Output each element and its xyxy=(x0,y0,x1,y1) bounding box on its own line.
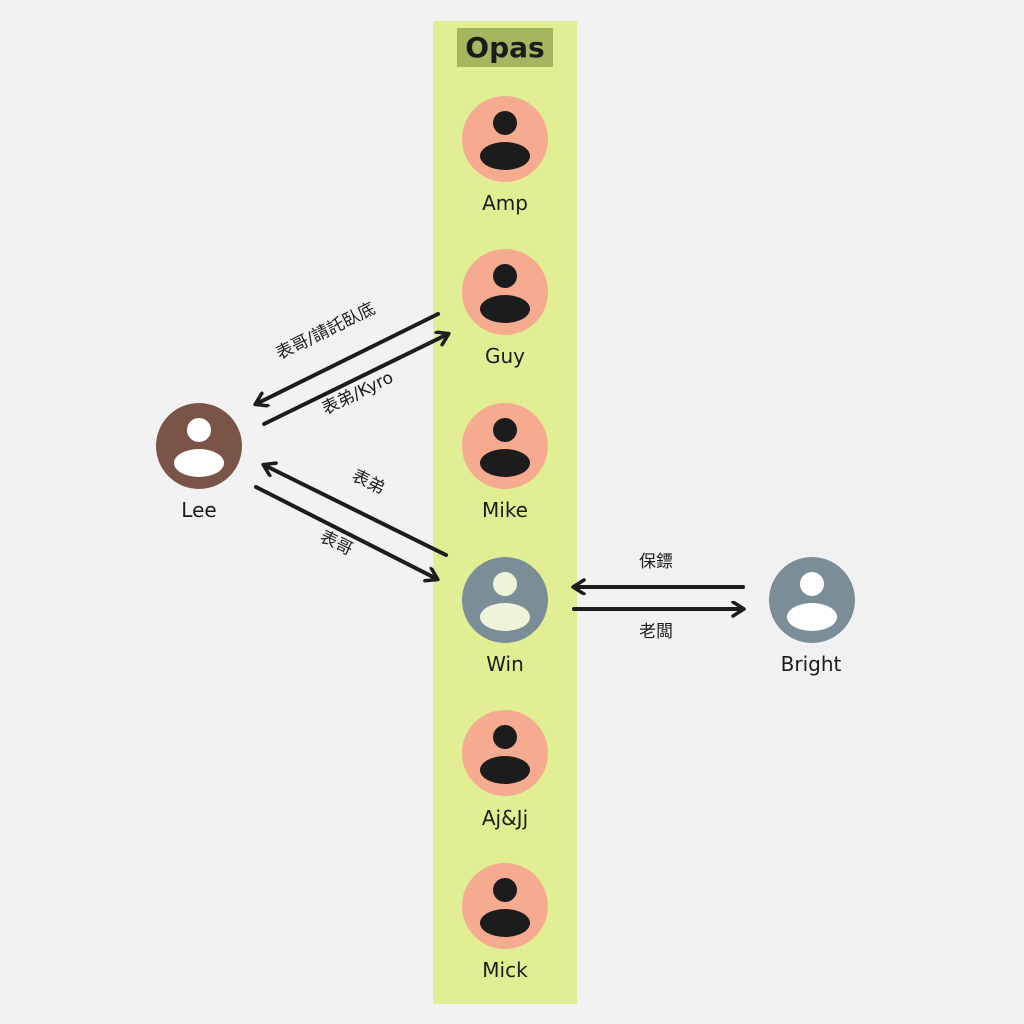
edge-guy-lee: 表哥/請託臥底 表弟/Kyro xyxy=(256,299,448,426)
node-mick[interactable]: Mick xyxy=(462,863,548,982)
group-band xyxy=(433,21,577,1004)
group-title-background xyxy=(457,28,553,67)
member-avatar-icon xyxy=(462,710,548,796)
arrow-lee-to-win xyxy=(254,485,437,579)
node-label-bright: Bright xyxy=(781,652,842,676)
group-title: Opas xyxy=(465,31,544,64)
bright-avatar-icon xyxy=(769,557,855,643)
arrow-win-to-lee xyxy=(264,465,448,557)
node-bright[interactable]: Bright xyxy=(769,557,855,676)
edge-label-lee-to-win: 表哥 xyxy=(317,527,356,560)
lee-avatar-icon xyxy=(156,403,242,489)
win-avatar-icon xyxy=(462,557,548,643)
node-label-ajjj: Aj&Jj xyxy=(482,806,528,830)
node-label-mick: Mick xyxy=(482,958,528,982)
node-label-mike: Mike xyxy=(482,498,528,522)
arrow-guy-to-lee xyxy=(256,312,440,404)
opas-group: Opas xyxy=(433,21,577,1004)
edge-win-lee: 表弟 表哥 xyxy=(254,465,448,579)
edge-label-guy-to-lee: 表哥/請託臥底 xyxy=(273,299,379,364)
node-label-guy: Guy xyxy=(485,344,525,368)
edge-bright-win: 保鏢 老闆 xyxy=(574,552,743,642)
node-ajjj[interactable]: Aj&Jj xyxy=(462,710,548,830)
member-avatar-icon xyxy=(462,96,548,182)
arrow-lee-to-guy xyxy=(262,334,448,426)
node-guy[interactable]: Guy xyxy=(462,249,548,368)
node-win[interactable]: Win xyxy=(462,557,548,676)
edge-label-win-to-bright: 老闆 xyxy=(639,622,673,642)
node-label-win: Win xyxy=(486,652,524,676)
node-lee[interactable]: Lee xyxy=(156,403,242,522)
edge-label-bright-to-win: 保鏢 xyxy=(639,552,673,572)
member-avatar-icon xyxy=(462,863,548,949)
member-avatar-icon xyxy=(462,249,548,335)
edge-label-win-to-lee: 表弟 xyxy=(349,466,388,499)
node-amp[interactable]: Amp xyxy=(462,96,548,215)
node-label-amp: Amp xyxy=(482,191,528,215)
node-label-lee: Lee xyxy=(181,498,216,522)
member-avatar-icon xyxy=(462,403,548,489)
node-mike[interactable]: Mike xyxy=(462,403,548,522)
